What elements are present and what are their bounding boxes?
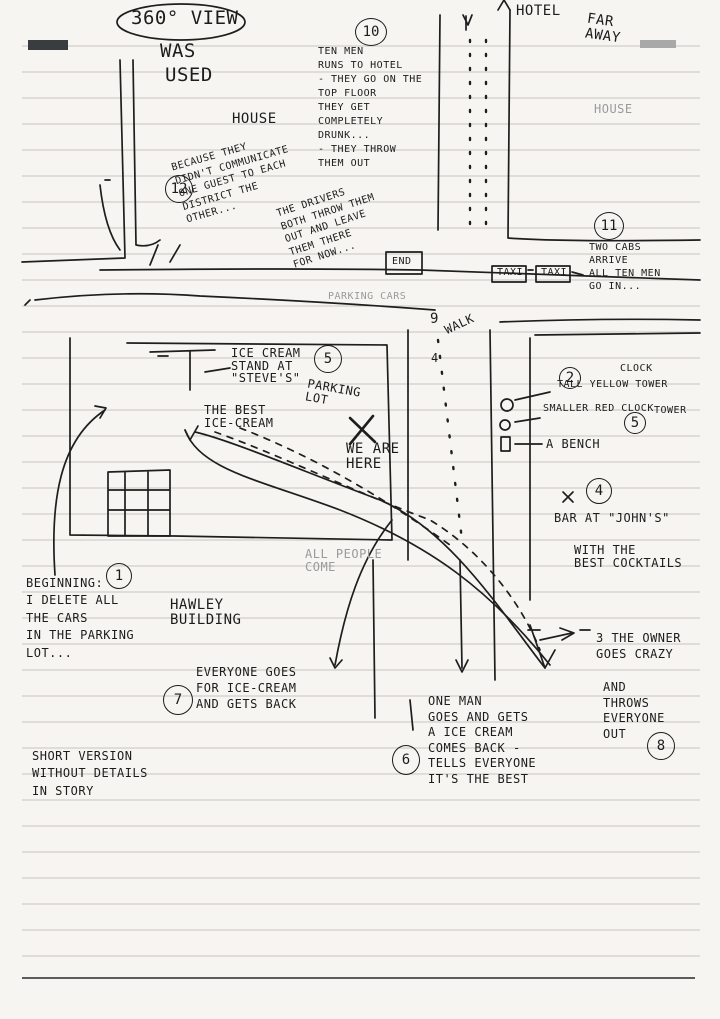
beginning-arrow bbox=[54, 410, 105, 575]
label-taxi-1: TAXI bbox=[497, 268, 523, 279]
step-number-7: 7 bbox=[163, 685, 193, 715]
note-short-version: SHORT VERSION WITHOUT DETAILS IN STORY bbox=[32, 748, 148, 800]
label-ice-cream-stand: ICE CREAM STAND AT "STEVE'S" bbox=[231, 347, 301, 385]
arrow-to-everyone bbox=[335, 520, 392, 665]
road-lower bbox=[500, 319, 700, 322]
label-bar: BAR AT "JOHN'S" bbox=[554, 512, 670, 525]
bench-marker bbox=[501, 437, 510, 451]
step-number-11: 11 bbox=[594, 212, 624, 240]
label-smaller-red-clock: SMALLER RED CLOCK bbox=[543, 404, 654, 415]
note-two-cabs: TWO CABS ARRIVE ALL TEN MEN GO IN... bbox=[589, 241, 661, 293]
step-number-6: 6 bbox=[392, 745, 420, 775]
hotel-street-right bbox=[508, 10, 700, 241]
note-throws-out: AND THROWS EVERYONE OUT bbox=[603, 680, 665, 742]
label-tower-2: TOWER bbox=[654, 406, 687, 417]
label-house-left: HOUSE bbox=[232, 112, 277, 127]
middle-street bbox=[490, 330, 495, 680]
label-faint-road: PARKING CARS bbox=[328, 292, 406, 303]
step-number-9: 9 bbox=[430, 312, 439, 327]
label-best-cocktails: WITH THE BEST COCKTAILS bbox=[574, 544, 682, 569]
label-best-ice-cream: THE BEST ICE-CREAM bbox=[204, 404, 274, 429]
bar-x bbox=[563, 492, 573, 502]
step-number-5-stand: 5 bbox=[314, 345, 342, 373]
step-number-10: 10 bbox=[355, 18, 387, 46]
hotel-street-left bbox=[438, 15, 440, 230]
title-line-3: USED bbox=[165, 66, 213, 86]
label-we-are-here: WE ARE HERE bbox=[346, 442, 400, 471]
smaller-tower-marker bbox=[500, 420, 510, 430]
tall-tower-marker bbox=[501, 399, 513, 411]
note-one-man: ONE MAN GOES AND GETS A ICE CREAM COMES … bbox=[428, 694, 536, 788]
label-tall-yellow-tower: TALL YELLOW TOWER bbox=[557, 380, 668, 391]
title-line-2: WAS bbox=[160, 42, 196, 62]
label-hotel: HOTEL bbox=[516, 4, 561, 19]
hawley-building-grid bbox=[108, 470, 170, 536]
we-are-here-x bbox=[350, 416, 375, 444]
note-ten-men: TEN MEN RUNS TO HOTEL - THEY GO ON THE T… bbox=[318, 45, 422, 171]
step-number-5-tower: 5 bbox=[624, 412, 646, 434]
label-end: END bbox=[392, 257, 412, 268]
walk-arrow-number: 4 bbox=[431, 352, 439, 365]
house-left-outline bbox=[22, 60, 160, 262]
label-hawley-building: HAWLEY BUILDING bbox=[170, 598, 241, 627]
note-owner-crazy: 3 THE OWNER GOES CRAZY bbox=[596, 630, 681, 662]
label-far-away: FAR AWAY bbox=[584, 12, 623, 46]
title-line-1: 360° VIEW bbox=[131, 9, 238, 29]
label-faint-all-people: ALL PEOPLE COME bbox=[305, 548, 382, 573]
note-everyone-goes: EVERYONE GOES FOR ICE-CREAM AND GETS BAC… bbox=[196, 664, 296, 713]
label-house-right: HOUSE bbox=[594, 103, 633, 116]
label-taxi-2: TAXI bbox=[541, 268, 567, 279]
note-beginning: BEGINNING: I DELETE ALL THE CARS IN THE … bbox=[26, 575, 134, 662]
ice-cream-stand bbox=[150, 350, 215, 390]
step-number-4-bar: 4 bbox=[586, 478, 612, 504]
label-bench: A BENCH bbox=[546, 438, 600, 451]
label-clock-1: CLOCK bbox=[620, 364, 653, 375]
